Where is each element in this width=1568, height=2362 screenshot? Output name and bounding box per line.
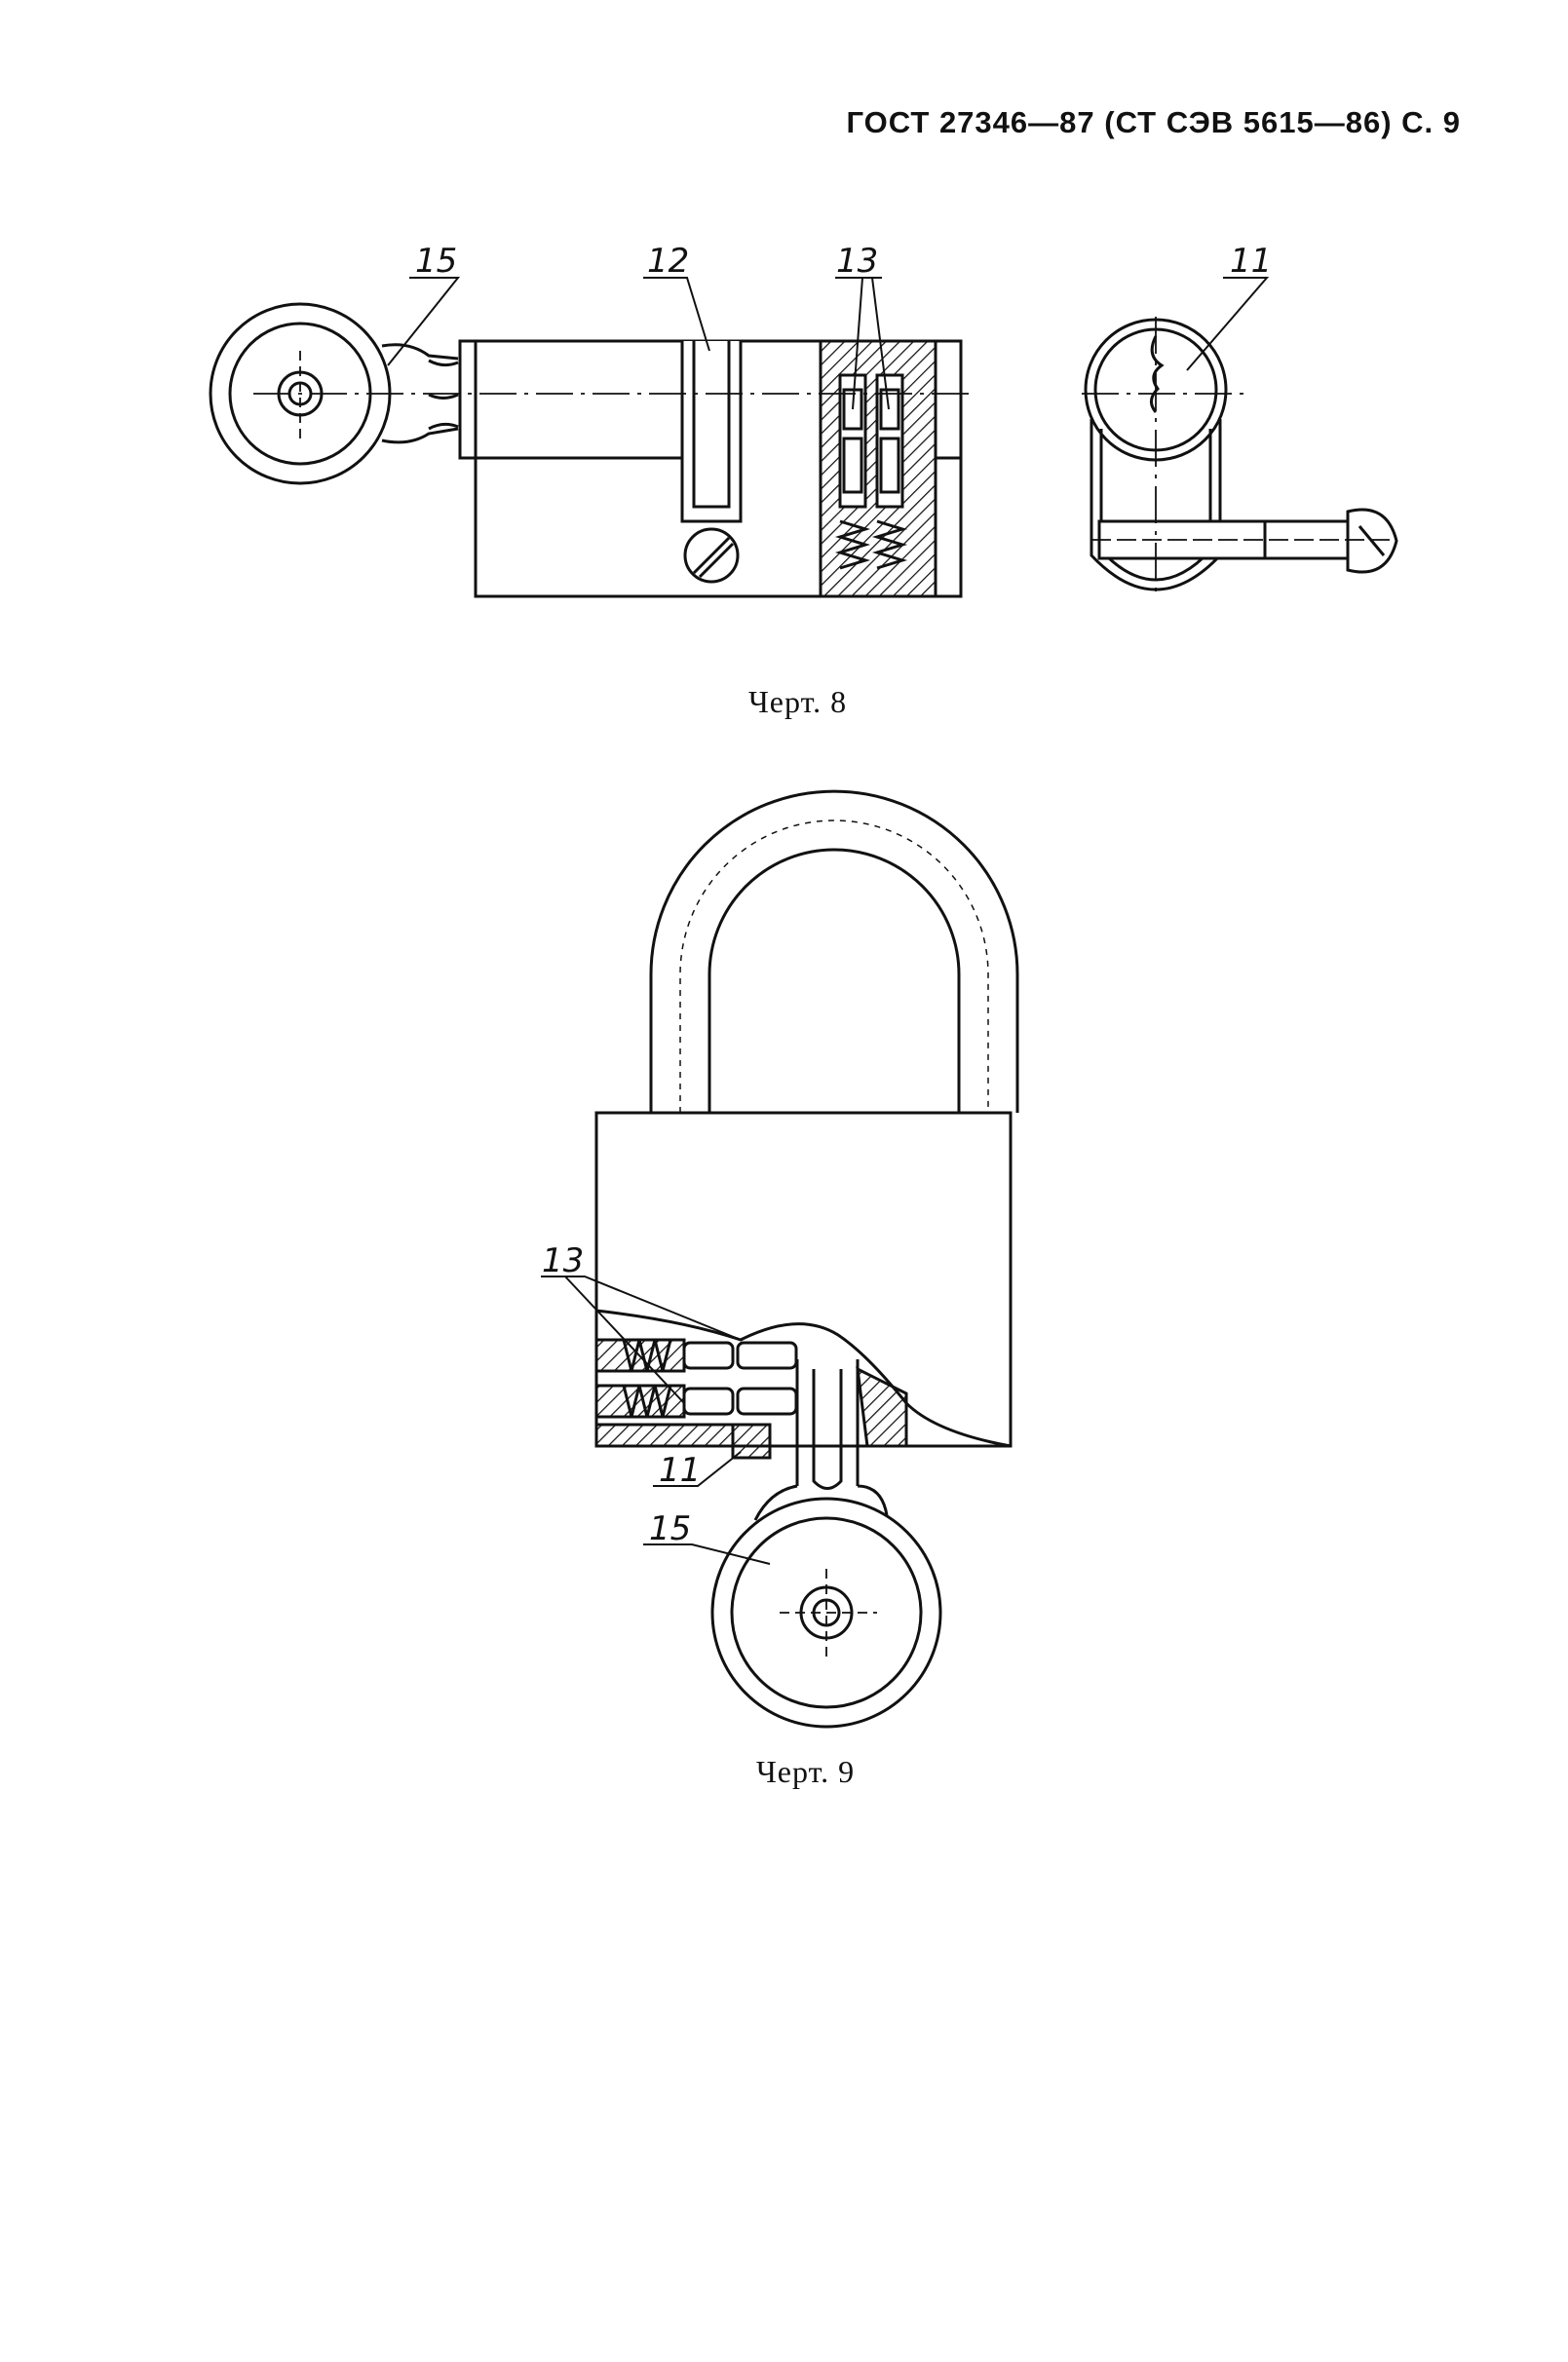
page-header: ГОСТ 27346—87 (СТ СЭВ 5615—86) С. 9 <box>846 105 1461 139</box>
callout-15: 15 <box>415 242 457 281</box>
callout-12: 12 <box>647 242 689 281</box>
figure-9-caption: Черт. 9 <box>756 1754 856 1789</box>
figure-8-callouts: 15 12 13 11 <box>415 242 1272 281</box>
callout-11-fig9: 11 <box>659 1451 701 1490</box>
shackle-inner <box>708 848 961 1113</box>
figure-9-drawing: 13 11 15 <box>541 789 1019 1729</box>
figure-8-drawing: 15 12 13 11 <box>209 242 1398 599</box>
callout-15-fig9: 15 <box>649 1509 691 1548</box>
shackle-outer <box>649 789 1019 1113</box>
callout-13-fig9: 13 <box>542 1241 584 1280</box>
callout-11: 11 <box>1230 242 1272 281</box>
figure-8-caption: Черт. 8 <box>748 684 848 719</box>
figure-9-callouts: 13 11 15 <box>542 1241 701 1548</box>
callout-13: 13 <box>836 242 878 281</box>
